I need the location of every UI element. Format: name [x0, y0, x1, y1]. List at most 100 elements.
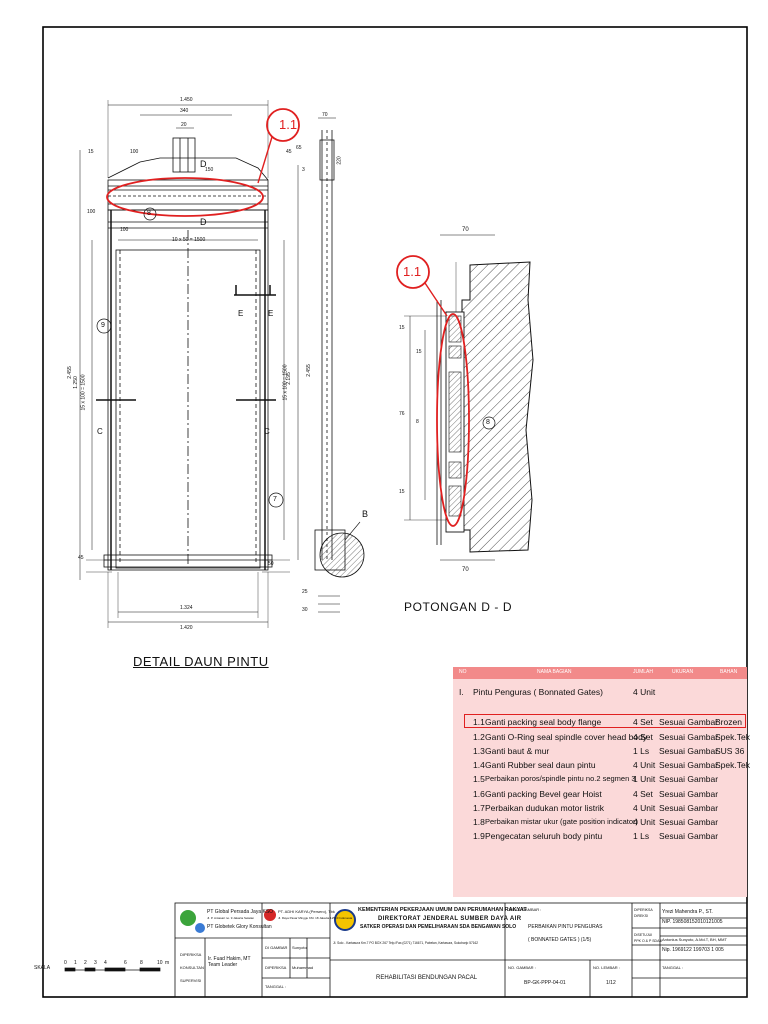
- diperiksa2-label: DIPERIKSA: [265, 965, 287, 970]
- cut-e-right: E: [268, 309, 274, 318]
- scale-tick-10: 10: [157, 960, 163, 966]
- scale-tick-2: 2: [84, 960, 87, 966]
- section-marker-b: B: [362, 509, 369, 519]
- cut-c-right: C: [264, 427, 270, 436]
- digambar-name: Sunyoto: [292, 945, 307, 950]
- section-tag-d-top: D: [200, 159, 207, 169]
- item-qty: 4 Unit: [633, 760, 656, 770]
- side-bottom-detail: [319, 532, 365, 578]
- firm1-logo: [180, 910, 196, 926]
- dim-sec-top-70: 70: [462, 227, 469, 233]
- section-d-d: [404, 234, 534, 561]
- table-row: 1.4 Ganti Rubber seal daun pintu 4 Unit …: [453, 758, 750, 771]
- scale-tick-4: 4: [104, 960, 107, 966]
- scale-label: SKALA: [34, 965, 51, 971]
- item-name: Ganti Rubber seal daun pintu: [485, 760, 596, 770]
- header-size: UKURAN: [672, 669, 694, 675]
- dim-bottom-1324: 1.324: [180, 605, 193, 611]
- item-ref-7: 7: [273, 496, 277, 503]
- scale-tick-0: 0: [64, 960, 67, 966]
- satker-name: SATKER OPERASI DAN PEMELIHARAAN SDA BENG…: [360, 924, 517, 930]
- dim-side-30: 30: [302, 607, 308, 613]
- item-size: Sesuai Gambar: [659, 717, 719, 727]
- firm3-name: PT. ADHI KARYA (Persero), Tbk: [278, 909, 335, 914]
- item-ref-8-detail: 8: [147, 210, 151, 217]
- engineer-role: Team Leader: [208, 962, 238, 968]
- item-name: Ganti O-Ring seal spindle cover head bod…: [485, 732, 648, 742]
- callout-circle-section: [396, 255, 430, 289]
- dim-top-100: 100: [130, 149, 139, 155]
- item-no: 1.4: [473, 760, 485, 770]
- table-row: 1.6 Ganti packing Bevel gear Hoist 4 Set…: [453, 787, 747, 800]
- project-name: REHABILITASI BENDUNGAN PACAL: [376, 975, 478, 981]
- dim-side-70: 70: [322, 112, 328, 118]
- item-no: 1.8: [473, 817, 485, 827]
- scale-tick-1: 1: [74, 960, 77, 966]
- table-row: 1.1 Ganti packing seal body flange 4 Set…: [453, 715, 747, 728]
- engineer-name: Ir. Fuad Hakim, MT: [208, 956, 251, 962]
- item-ref-9: 9: [101, 322, 105, 329]
- item-no: 1.3: [473, 746, 485, 756]
- item-no: 1.6: [473, 789, 485, 799]
- judul-line-1: PERBAIKAN PINTU PENGURAS: [528, 924, 603, 930]
- callout-ellipse-detail: [106, 177, 264, 217]
- disetujui-sub: PPK O & P SDA II: [634, 939, 663, 943]
- scale-tick-6: 6: [124, 960, 127, 966]
- item-size: Sesuai Gambar: [659, 803, 719, 813]
- item-qty: 4 Unit: [633, 803, 656, 813]
- table-row: 1.9 Pengecatan seluruh body pintu 1 Ls S…: [453, 829, 747, 842]
- firm3-logo: [264, 909, 276, 921]
- detail-title: DETAIL DAUN PINTU: [133, 654, 269, 669]
- title-block-lines: [174, 902, 748, 998]
- header-name: NAMA BAGIAN: [537, 669, 572, 675]
- table-row: 1.7 Perbaikan dudukan motor listrik 4 Un…: [453, 801, 747, 814]
- dim-top-20: 20: [181, 122, 187, 128]
- item-no: 1.9: [473, 831, 485, 841]
- dim-left-1250: 1.250: [72, 376, 79, 389]
- dim-right-65: 65: [296, 145, 302, 151]
- item-size: Sesuai Gambar: [659, 817, 719, 827]
- dim-left-15: 15: [88, 149, 94, 155]
- scale-unit: m: [165, 960, 170, 966]
- item-name: Perbaikan poros/spindle pintu no.2 segme…: [485, 774, 636, 783]
- item-ref-8-section: 8: [486, 419, 490, 426]
- item-qty: 4 Unit: [633, 817, 656, 827]
- scale-bar: [64, 967, 161, 972]
- pic1-nip: NIP. 198508152010121005: [662, 919, 723, 925]
- tanggal2-label: TANGGAL :: [662, 965, 683, 970]
- dim-bot-50: 50: [268, 561, 274, 567]
- tanggal-label: TANGGAL :: [265, 984, 286, 989]
- table-row: 1.3 Ganti baut & mur 1 Ls Sesuai Gambar …: [453, 744, 747, 757]
- scale-tick-3: 3: [94, 960, 97, 966]
- no-lembar-label: NO. LEMBAR :: [593, 965, 620, 970]
- dim-side-220: 220: [336, 156, 343, 165]
- dim-sec-15b: 15: [416, 349, 422, 355]
- cut-e-left: E: [238, 309, 244, 318]
- section-title: POTONGAN D - D: [404, 600, 513, 614]
- item-no: 1.2: [473, 732, 485, 742]
- dim-right-45: 45: [286, 149, 292, 155]
- callout-label-section: 1.1: [403, 264, 422, 279]
- dim-bottom-1420: 1.420: [180, 625, 193, 631]
- item-material: Spek.Tek: [715, 732, 750, 742]
- scale-tick-8: 8: [140, 960, 143, 966]
- gate-leaf-detail: [79, 100, 299, 628]
- firm2-logo: [195, 923, 205, 933]
- item-qty: 1 Unit: [633, 774, 656, 784]
- item-qty: 1 Ls: [633, 831, 650, 841]
- header-qty: JUMLAH: [633, 669, 654, 675]
- dim-right-3: 3: [302, 167, 305, 173]
- judul-label: JUDUL GAMBAR :: [508, 907, 542, 912]
- ministry-logo: [334, 909, 356, 931]
- item-name: Pengecatan seluruh body pintu: [485, 831, 603, 841]
- ministry-name: KEMENTERIAN PEKERJAAN UMUM DAN PERUMAHAN…: [358, 907, 527, 913]
- item-name: Ganti packing seal body flange: [485, 717, 602, 727]
- digambar-label: DI GAMBAR: [265, 945, 288, 950]
- diperiksa3-sub: DIREKSI: [634, 914, 649, 918]
- diperiksa2-name: Muhammad: [292, 965, 314, 970]
- item-qty: 1 Ls: [633, 746, 650, 756]
- no-gambar-label: NO. GAMBAR :: [508, 965, 536, 970]
- parts-table-header: NO NAMA BAGIAN JUMLAH UKURAN BAHAN: [453, 667, 747, 679]
- group-no: I.: [459, 687, 464, 697]
